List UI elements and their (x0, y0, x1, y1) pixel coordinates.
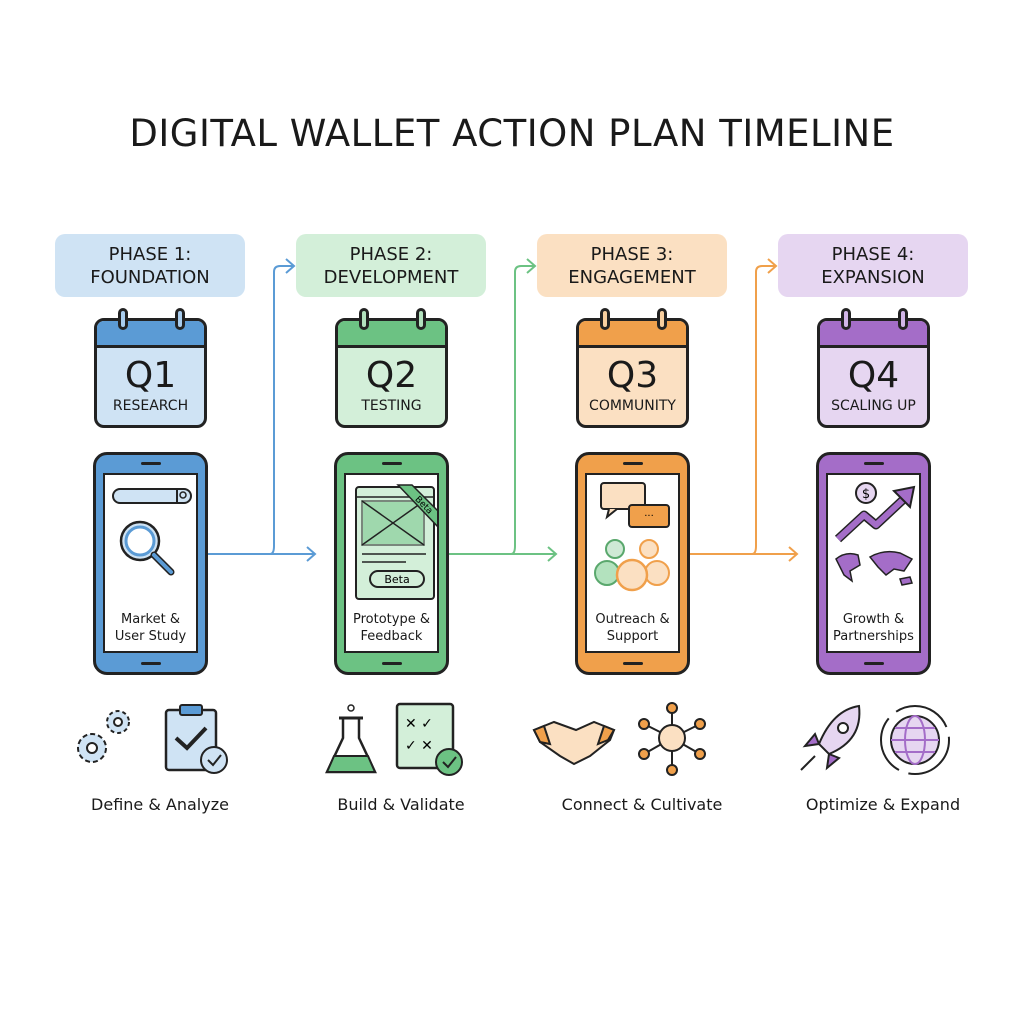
arrow-head-icon (788, 546, 799, 562)
quarter-label: Q4 (847, 355, 900, 396)
svg-text:···: ··· (644, 511, 654, 522)
activity-label: Optimize & Expand (805, 795, 961, 814)
calendar-ring-icon (600, 308, 610, 330)
phase-name: FOUNDATION (90, 267, 210, 288)
phase-name: EXPANSION (821, 267, 925, 288)
svg-text:$: $ (862, 487, 870, 502)
activity-icons (763, 700, 1003, 780)
calendar-ring-icon (416, 308, 426, 330)
checklist-icon: ✕ ✓ ✓ ✕ (395, 702, 463, 776)
gears-icon (77, 710, 130, 763)
page-title: DIGITAL WALLET ACTION PLAN TIMELINE (129, 112, 895, 155)
phone-icon: ··· Outreach & Support (575, 452, 690, 675)
screen-caption: Prototype & Feedback (346, 611, 437, 645)
phase-column-1: PHASE 1: FOUNDATION Q1 RESEARCH Market &… (40, 0, 280, 1024)
phase-header: PHASE 1: FOUNDATION (55, 234, 245, 297)
phase-name: ENGAGEMENT (568, 267, 696, 288)
caption-line: Feedback (360, 629, 423, 644)
svg-text:✕ ✓: ✕ ✓ (405, 716, 433, 732)
calendar-ring-icon (175, 308, 185, 330)
phase-number: PHASE 3: (590, 244, 674, 265)
phone-screen: $ Growth & Partnerships (826, 473, 921, 653)
arrow-head-icon (285, 258, 296, 274)
calendar-ring-icon (841, 308, 851, 330)
caption-line: User Study (114, 629, 187, 644)
caption-line: Market & (121, 612, 180, 627)
caption-line: Support (606, 629, 659, 644)
calendar-icon: Q3 COMMUNITY (576, 318, 689, 428)
phase-header: PHASE 2: DEVELOPMENT (296, 234, 486, 297)
arrow-head-icon (526, 258, 537, 274)
caption-line: Partnerships (833, 629, 914, 644)
handshake-icon (532, 720, 616, 766)
caption-line: Growth & (842, 612, 905, 627)
activity-icons: ✕ ✓ ✓ ✕ (281, 700, 521, 780)
activity-label: Build & Validate (337, 795, 465, 814)
quarter-focus: RESEARCH (112, 398, 189, 414)
phase-column-4: PHASE 4: EXPANSION Q4 SCALING UP $ Growt… (763, 0, 1003, 1024)
search-magnifier-icon (112, 488, 192, 576)
quarter-label: Q1 (124, 355, 177, 396)
caption-line: Outreach & (595, 612, 670, 627)
calendar-ring-icon (118, 308, 128, 330)
calendar-icon: Q4 SCALING UP (817, 318, 930, 428)
phase-number: PHASE 2: (349, 244, 433, 265)
calendar-icon: Q1 RESEARCH (94, 318, 207, 428)
calendar-icon: Q2 TESTING (335, 318, 448, 428)
activity-icons (40, 700, 280, 780)
phone-screen: ··· Outreach & Support (585, 473, 680, 653)
beta-button-label: Beta (384, 573, 409, 586)
activity-icons (522, 700, 762, 780)
quarter-label: Q3 (606, 355, 659, 396)
calendar-ring-icon (898, 308, 908, 330)
phone-icon: $ Growth & Partnerships (816, 452, 931, 675)
growth-world-icon: $ (834, 482, 916, 586)
quarter-focus: SCALING UP (831, 398, 916, 414)
quarter-label: Q2 (365, 355, 418, 396)
calendar-ring-icon (359, 308, 369, 330)
quarter-focus: TESTING (361, 398, 422, 414)
activity-label: Connect & Cultivate (561, 795, 723, 814)
arrow-head-icon (767, 258, 778, 274)
arrow-to-phase (751, 265, 776, 555)
svg-text:✓ ✕: ✓ ✕ (405, 738, 433, 754)
caption-line: Prototype & (353, 612, 430, 627)
screen-caption: Outreach & Support (587, 611, 678, 645)
activity-label: Define & Analyze (91, 795, 229, 814)
phase-column-3: PHASE 3: ENGAGEMENT Q3 COMMUNITY ··· Out… (522, 0, 762, 1024)
rocket-icon (800, 704, 861, 771)
phone-icon: Market & User Study (93, 452, 208, 675)
phone-screen: Market & User Study (103, 473, 198, 653)
quarter-focus: COMMUNITY (589, 398, 676, 414)
arrow-head-icon (547, 546, 558, 562)
screen-caption: Growth & Partnerships (828, 611, 919, 645)
network-icon (638, 702, 706, 776)
phase-number: PHASE 4: (831, 244, 915, 265)
calendar-ring-icon (657, 308, 667, 330)
clipboard-check-icon (164, 704, 228, 774)
phase-header: PHASE 3: ENGAGEMENT (537, 234, 727, 297)
chat-community-icon: ··· (594, 482, 670, 592)
arrow-to-phase (510, 265, 535, 555)
arrow-to-phase (269, 265, 294, 555)
globe-cycle-icon (880, 705, 950, 775)
phase-name: DEVELOPMENT (323, 267, 459, 288)
phase-header: PHASE 4: EXPANSION (778, 234, 968, 297)
screen-caption: Market & User Study (105, 611, 196, 645)
flask-icon (325, 704, 377, 774)
phase-number: PHASE 1: (108, 244, 192, 265)
arrow-head-icon (306, 546, 317, 562)
